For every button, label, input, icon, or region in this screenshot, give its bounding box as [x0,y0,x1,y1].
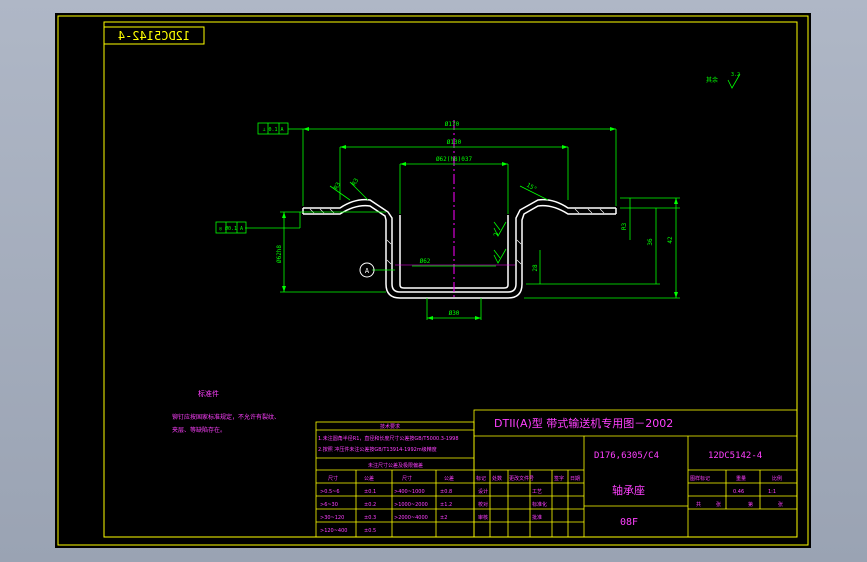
dim-radius-3: R3 [621,222,628,230]
tol-cell: 公差 [444,475,454,482]
svg-text:◎ Ø0.1 A: ◎ Ø0.1 A [219,225,243,232]
tol-cell: 公差 [364,475,374,482]
sign-label: 工艺 [532,489,542,495]
dim-inner-low: Ø62 [420,258,431,265]
roughness-value: 3.2 [731,72,740,78]
rev-header: 日期 [570,476,580,482]
tol-cell: >1000~2000 [394,502,428,508]
tech-req-heading: 技术要求 [380,423,400,430]
dim-mid-diameter: Ø130 [447,139,462,146]
right-header: 图样标记 [690,475,710,482]
tol-cell: ±1.2 [440,502,452,508]
title-part-name: 轴承座 [612,483,645,497]
geometric-tolerance-frame-1: ⊥ 0.1 A [257,122,289,135]
title-main: DTII(A)型 带式输送机专用图－2002 [494,416,673,430]
tol-cell: ±0.2 [364,502,376,508]
code-box [103,26,205,45]
weight-value: 0.46 [733,489,744,495]
dim-radius-1: R3 [333,181,343,191]
section-hatch [309,208,605,265]
roughness-symbols [493,73,741,264]
tol-cell: 尺寸 [402,475,412,482]
rev-header: 标记 [476,475,486,482]
sign-label: 批准 [532,514,542,521]
datum-letter: A [365,267,370,275]
tech-note-line2: 夹层、等缺陷存在。 [172,426,226,434]
dim-bottom-diameter: Ø30 [449,310,460,317]
tol-cell: >120~400 [320,528,347,534]
dim-height-small: 28 [532,264,539,272]
code-mirrored: 12DC5142-4 [118,29,190,43]
dim-height-side: Ø62h8 [276,245,283,263]
sheet-label: 张 [716,501,721,508]
dimension-lines [245,128,680,320]
sign-label: 设计 [478,488,488,495]
title-spec: D176,6305/C4 [594,451,659,461]
sheet-label: 第 [748,501,753,508]
tol-cell: ±0.3 [364,515,376,521]
tech-note-line1: 铆钉应按国家标准规定，不允许有裂纹、 [172,413,280,421]
dim-bore-diameter: Ø62(h8)037 [436,156,473,163]
tol-cell: ±2 [440,515,447,521]
dim-radius-2: R3 [351,177,361,187]
note-top: 标准件 [198,389,219,398]
title-drawing-no: 12DC5142-4 [708,451,762,461]
dim-angle: 15° [525,182,538,193]
outer-frame [57,15,809,546]
sign-label: 审核 [478,514,488,521]
rev-header: 更改文件号 [509,475,534,482]
dim-thickness: 2 [493,232,500,236]
right-header: 比例 [772,475,782,482]
tol-cell: >30~120 [320,515,344,521]
tol-cell: ±0.5 [364,528,376,534]
right-header: 重量 [736,475,746,482]
arrowheads [282,127,678,320]
tol-line1: 1.未注圆角半径R1，直径和长度尺寸公差按GB/T5000.3-1998 [318,435,459,442]
tol-cell: ±0.1 [364,489,376,495]
geometric-tolerance-frame-2: ◎ Ø0.1 A [215,221,247,234]
tol-cell: ±0.8 [440,489,452,495]
sheet-label: 共 [696,501,701,508]
tol-table-title: 未注尺寸公差及极限偏差 [368,462,423,469]
rev-header: 签字 [554,475,564,482]
roughness-note: 其余 [706,76,718,84]
svg-text:⊥ 0.1 A: ⊥ 0.1 A [262,127,283,133]
title-material: 08F [620,517,638,528]
datum-circle [359,262,375,278]
scale-value: 1:1 [768,489,776,495]
dim-outer-diameter: Ø170 [445,121,460,128]
tol-cell: >6~30 [320,502,338,508]
tol-cell: 尺寸 [328,475,338,482]
rev-header: 处数 [492,475,502,482]
sign-label: 标准化 [532,501,547,508]
dim-height-mid: 36 [647,238,654,246]
dim-height-total: 42 [667,236,674,244]
title-block [315,409,798,538]
drawing-sheet [55,13,811,548]
tol-cell: >2000~4000 [394,515,428,521]
sheet-label: 张 [778,501,783,508]
tol-line2: 2.按照 冲压件未注公差按GB/T13914-1992m级精度 [318,446,437,453]
tol-cell: >0.5~6 [320,489,340,495]
sign-label: 校对 [478,501,488,508]
tol-cell: >400~1000 [394,489,425,495]
